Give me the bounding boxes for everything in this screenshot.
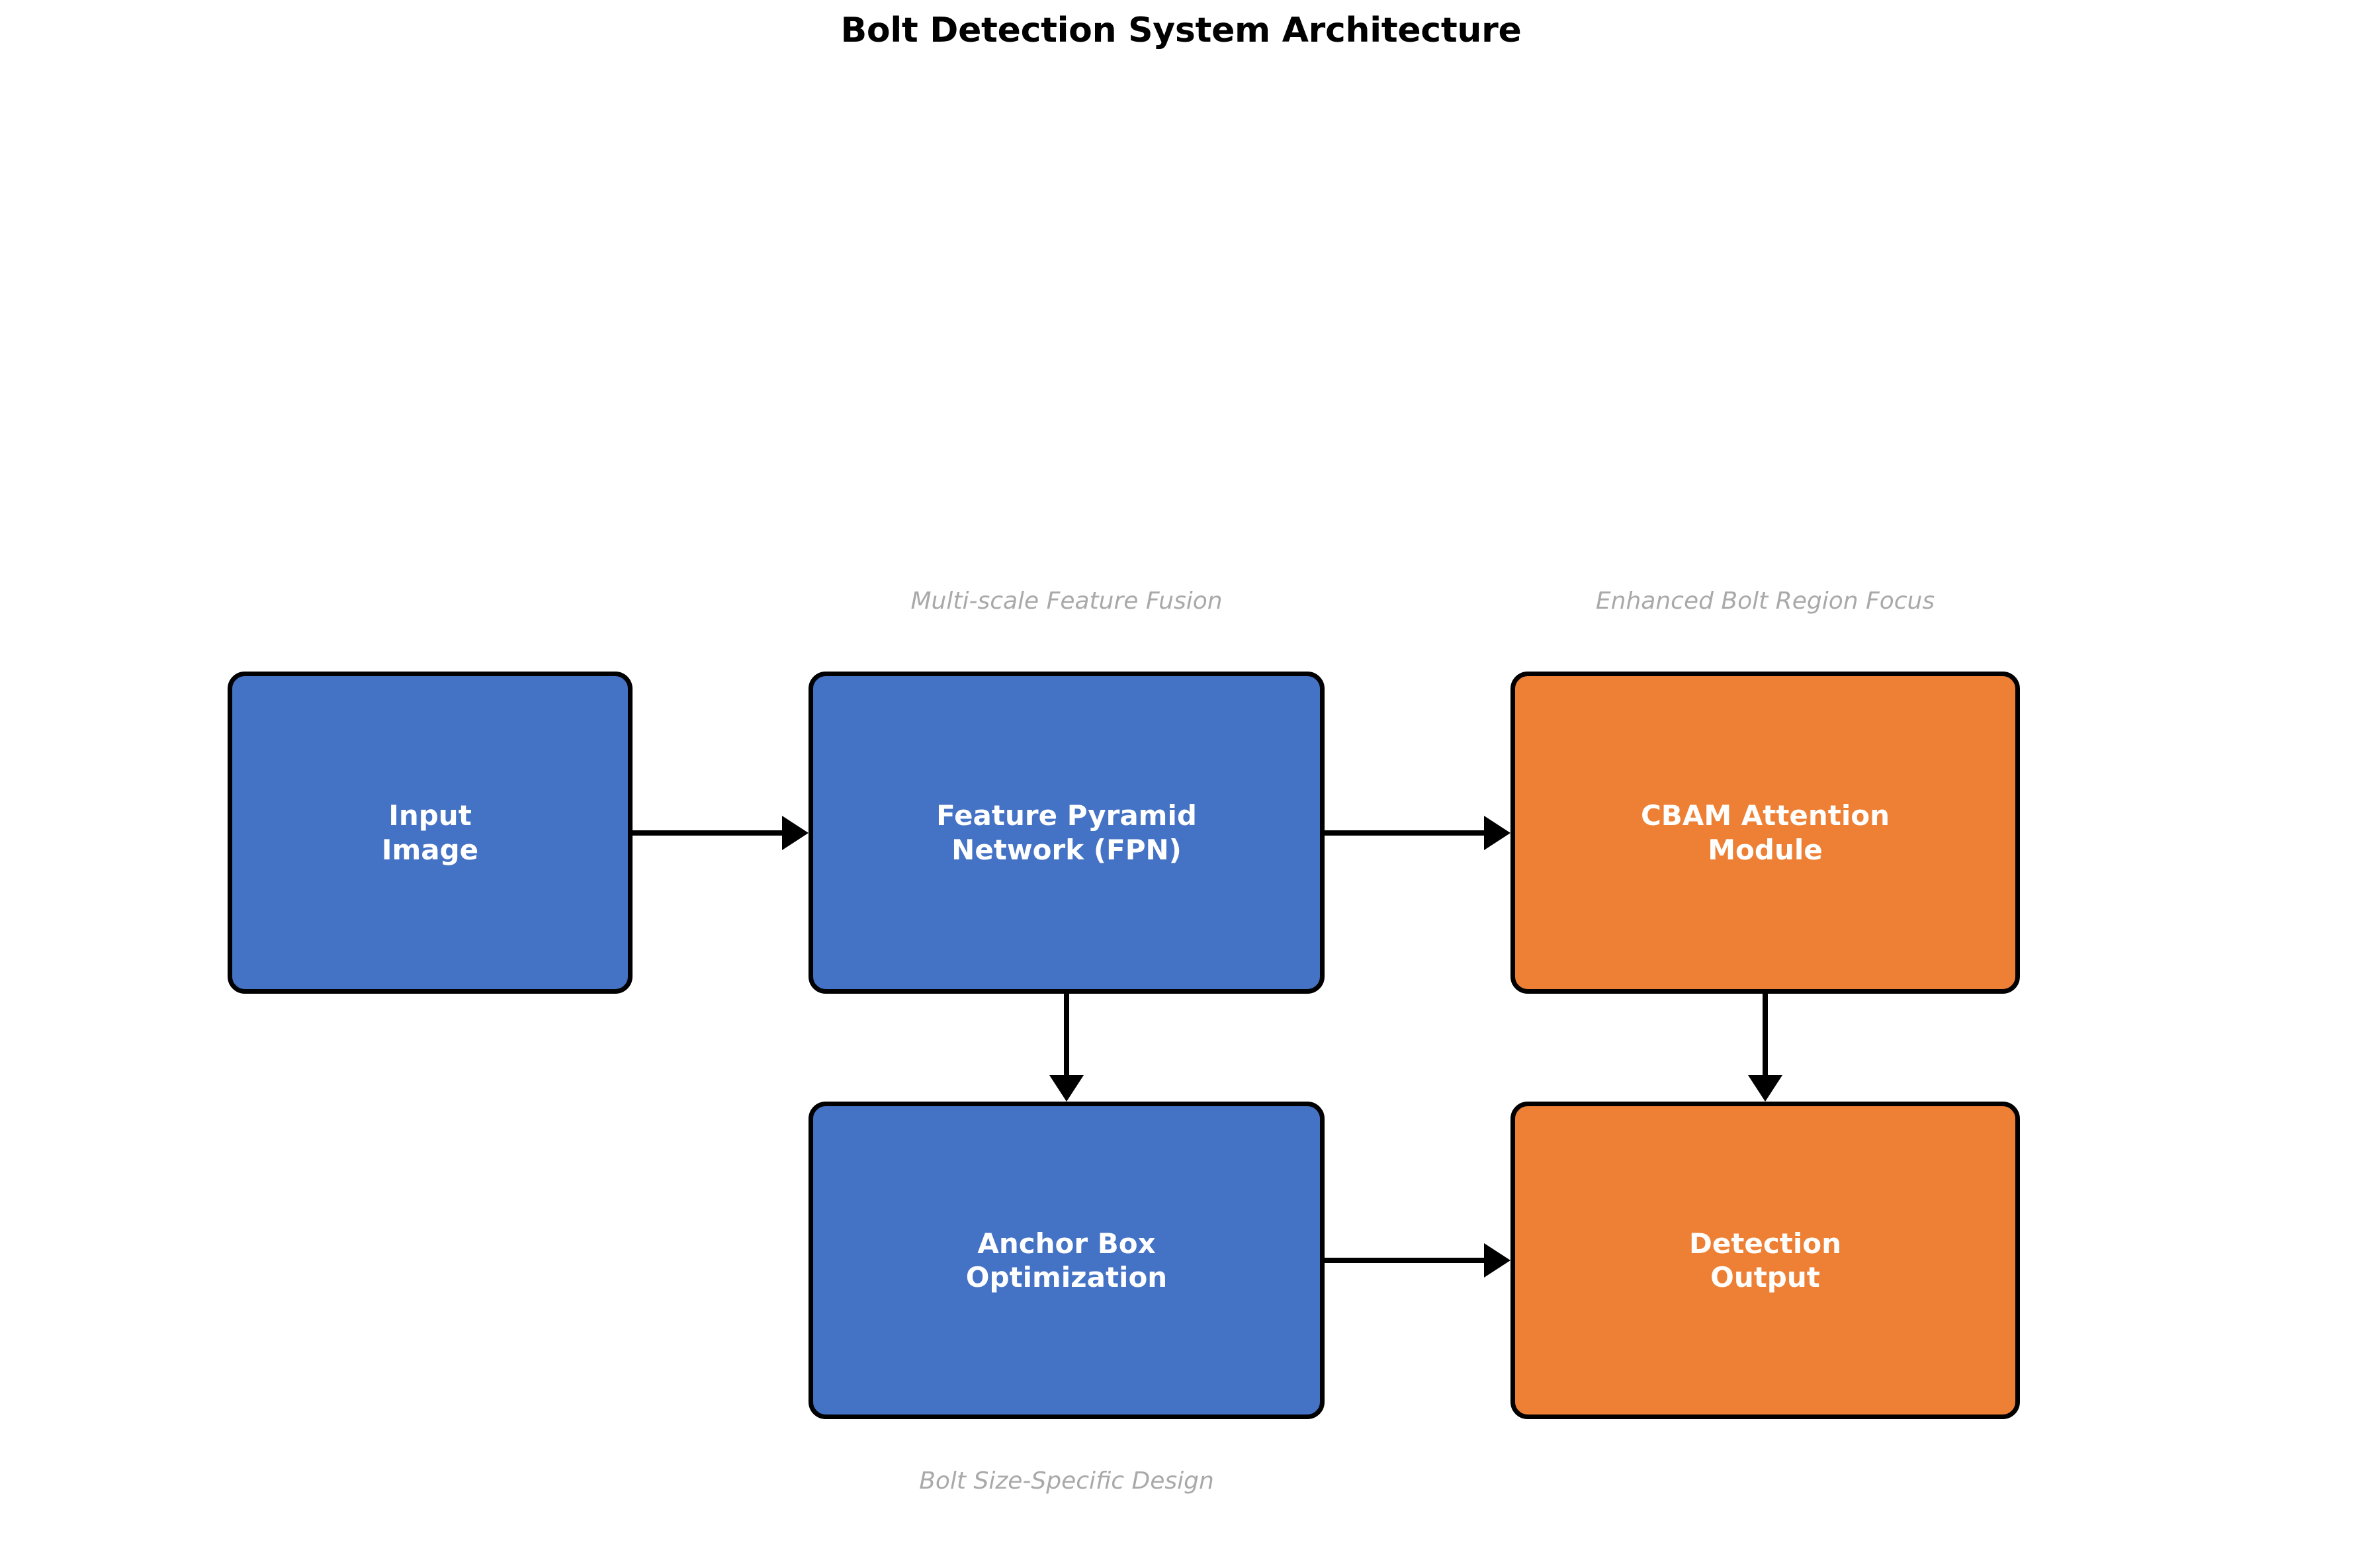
node-anchor-box-optimization[interactable]: Anchor Box Optimization <box>809 1102 1325 1419</box>
arrow-head <box>1049 1075 1084 1102</box>
node-detection-output[interactable]: Detection Output <box>1510 1102 2020 1419</box>
arrow-shaft <box>1325 830 1488 836</box>
arrow-fpn-to-cbam <box>1325 816 1510 850</box>
annotation-fpn: Multi-scale Feature Fusion <box>910 588 1223 615</box>
arrow-fpn-to-anchor-box <box>1049 994 1084 1102</box>
arrow-shaft <box>633 830 786 836</box>
node-input-image[interactable]: Input Image <box>228 672 633 994</box>
arrow-cbam-to-detection-output <box>1748 994 1782 1102</box>
arrow-anchor-box-to-detection-output <box>1325 1243 1510 1278</box>
node-feature-pyramid-network[interactable]: Feature Pyramid Network (FPN) <box>809 672 1325 994</box>
arrow-head <box>1748 1075 1782 1102</box>
arrow-shaft <box>1064 994 1069 1078</box>
arrow-shaft <box>1325 1258 1488 1263</box>
annotation-cbam: Enhanced Bolt Region Focus <box>1595 588 1935 615</box>
page-title: Bolt Detection System Architecture <box>840 11 1522 50</box>
arrow-head <box>1484 1243 1510 1278</box>
node-cbam-attention-module[interactable]: CBAM Attention Module <box>1510 672 2020 994</box>
arrow-head <box>1484 816 1510 850</box>
arrow-head <box>782 816 809 850</box>
arrow-input-image-to-fpn <box>633 816 809 850</box>
annotation-anchor-box: Bolt Size-Specific Design <box>919 1467 1214 1495</box>
arrow-shaft <box>1763 994 1768 1078</box>
